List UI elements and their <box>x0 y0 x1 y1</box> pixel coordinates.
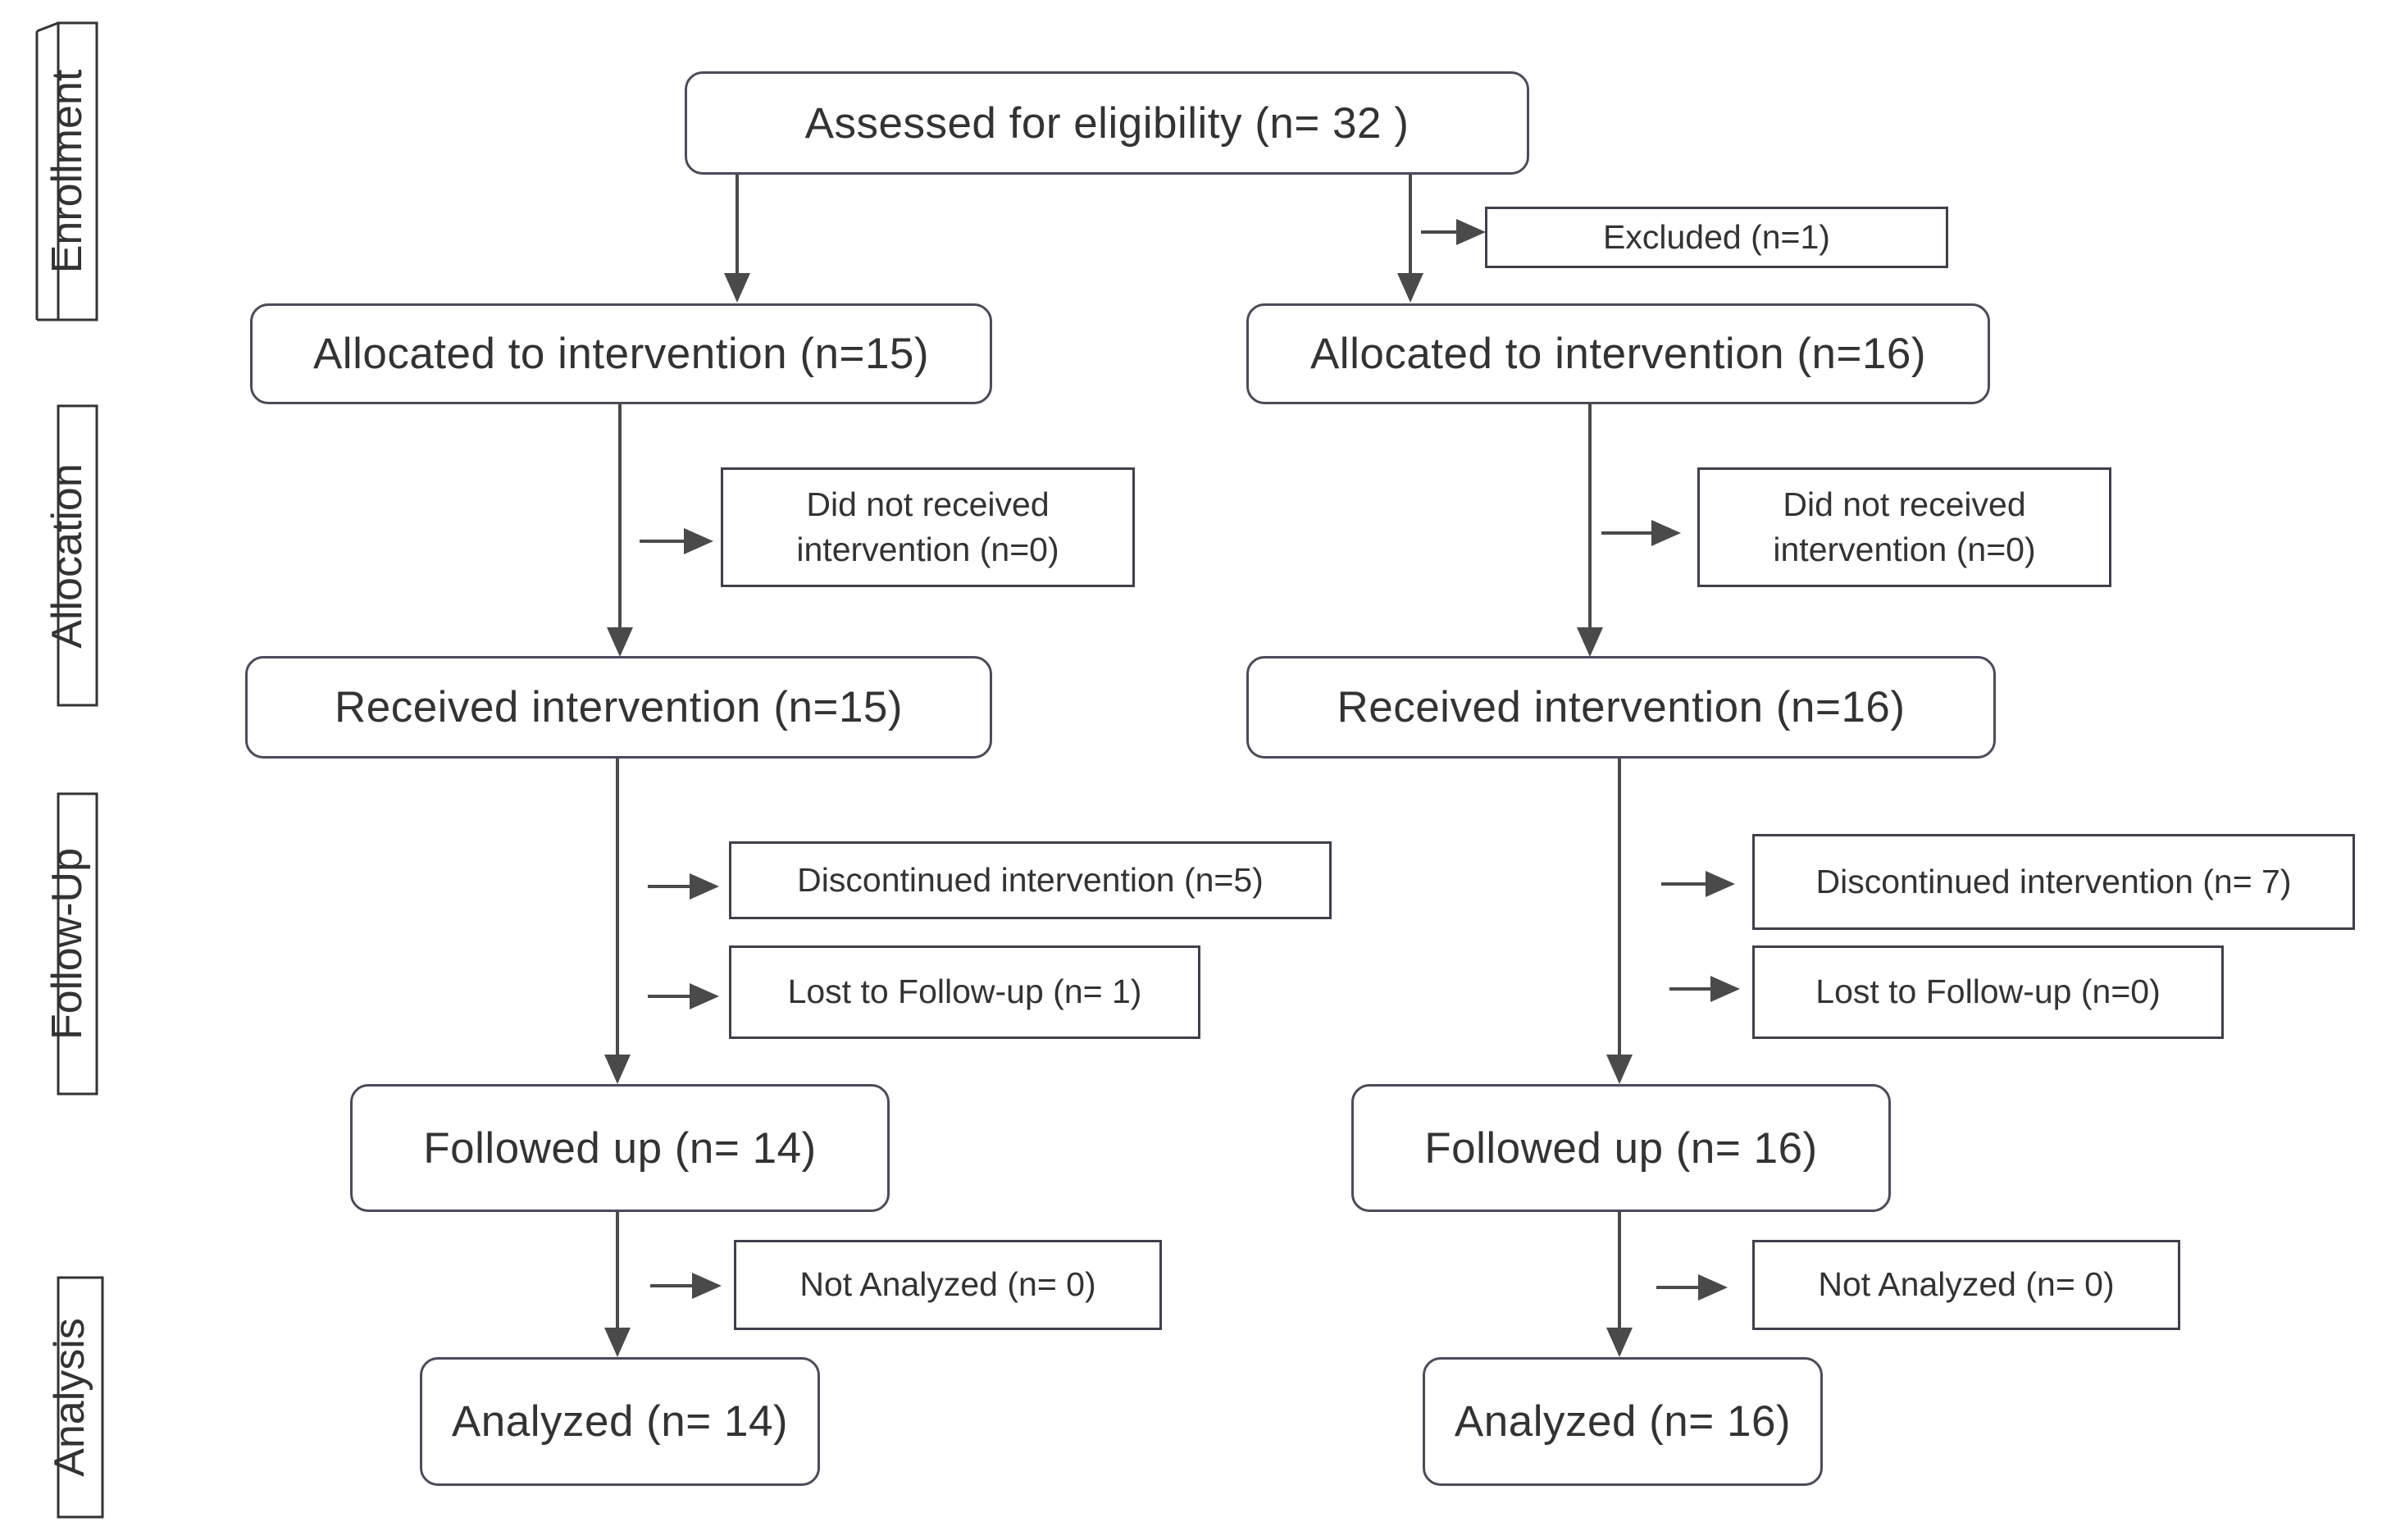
left-not-analyzed-box: Not Analyzed (n= 0) <box>734 1240 1162 1330</box>
left-did-not-receive-line2: intervention (n=0) <box>796 531 1059 568</box>
right-lost-box: Lost to Follow-up (n=0) <box>1752 945 2224 1039</box>
stage-frame-enrollment <box>57 21 98 321</box>
left-allocated-box: Allocated to intervention (n=15) <box>250 303 992 404</box>
right-did-not-receive-line1: Did not received <box>1783 485 2026 523</box>
left-did-not-receive-line1: Did not received <box>806 485 1050 523</box>
stage-label-enrollment: Enrollment <box>43 69 91 274</box>
assessed-box: Assessed for eligibility (n= 32 ) <box>685 71 1529 175</box>
right-did-not-receive-line2: intervention (n=0) <box>1773 531 2036 568</box>
left-did-not-receive-box: Did not received intervention (n=0) <box>721 467 1135 587</box>
stage-follow-up: Follow-Up <box>37 794 97 1094</box>
left-discontinued-box: Discontinued intervention (n=5) <box>729 841 1332 919</box>
stage-frame-follow-up <box>57 792 98 1096</box>
stage-label-follow-up: Follow-Up <box>43 847 91 1041</box>
right-not-analyzed-box: Not Analyzed (n= 0) <box>1752 1240 2180 1330</box>
left-lost-box: Lost to Follow-up (n= 1) <box>729 945 1200 1039</box>
left-analyzed-box: Analyzed (n= 14) <box>420 1357 820 1486</box>
stage-analysis: Analysis <box>37 1278 102 1517</box>
excluded-box: Excluded (n=1) <box>1485 207 1948 268</box>
right-received-box: Received intervention (n=16) <box>1246 656 1996 759</box>
right-analyzed-box: Analyzed (n= 16) <box>1423 1357 1823 1486</box>
stage-allocation: Allocation <box>37 406 97 705</box>
left-received-box: Received intervention (n=15) <box>245 656 992 759</box>
right-did-not-receive-box: Did not received intervention (n=0) <box>1697 467 2111 587</box>
right-discontinued-box: Discontinued intervention (n= 7) <box>1752 834 2355 930</box>
right-followed-box: Followed up (n= 16) <box>1351 1084 1891 1212</box>
right-allocated-box: Allocated to intervention (n=16) <box>1246 303 1990 404</box>
stage-frame-analysis <box>57 1276 104 1519</box>
stage-enrollment: Enrollment <box>37 23 97 320</box>
stage-label-analysis: Analysis <box>46 1318 93 1477</box>
stage-label-allocation: Allocation <box>43 462 91 649</box>
left-followed-box: Followed up (n= 14) <box>350 1084 890 1212</box>
stage-frame-allocation <box>57 404 98 707</box>
